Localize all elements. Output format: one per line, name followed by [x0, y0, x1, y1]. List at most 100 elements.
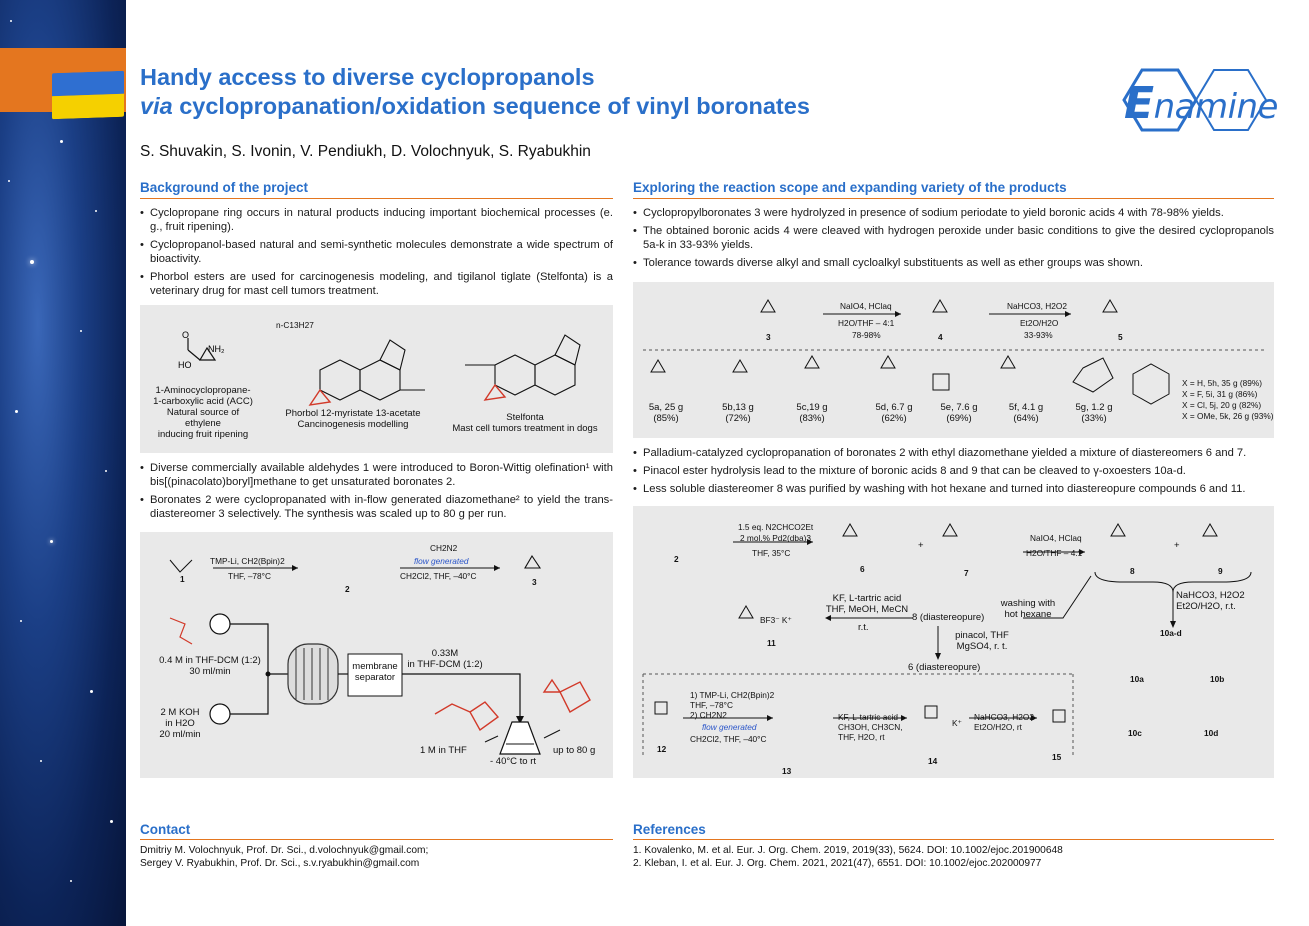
stelfonta-caption-line: Stelfonta	[506, 412, 544, 423]
tartaric-line: KF, L-tartric acid	[832, 593, 902, 604]
aryl-variants: X = H, 5h, 35 g (89%) X = F, 5i, 31 g (8…	[1182, 378, 1274, 422]
scale-label: up to 80 g	[553, 745, 596, 756]
bullet-item: Cyclopropane ring occurs in natural prod…	[140, 206, 613, 234]
reference-line: 1. Kovalenko, M. et al. Eur. J. Org. Che…	[633, 845, 1063, 856]
pump2-caption-line: 2 M KOH	[160, 707, 200, 718]
contact-list: Dmitriy M. Volochnyuk, Prof. Dr. Sci., d…	[140, 844, 428, 870]
spiro-step3-line: Et2O/H2O, rt	[974, 722, 1022, 732]
product-5f: 5f, 4.1 g(64%)	[998, 402, 1054, 424]
background-heading: Background of the project	[140, 180, 309, 195]
references-divider	[633, 839, 1274, 840]
title-line-2-rest: cyclopropanation/oxidation sequence of v…	[172, 93, 810, 119]
oxidation-conditions: NaHCO3, H2O2 Et2O/H2O, r.t.	[1176, 590, 1245, 612]
scope-divider	[633, 198, 1274, 199]
oxid-line: NaHCO3, H2O2	[1176, 590, 1245, 601]
spiro-step1: 1) TMP-Li, CH2(Bpin)2 THF, –78°C 2) CH2N…	[690, 690, 774, 720]
spiro-step2-line: THF, H2O, rt	[838, 732, 885, 742]
bullet-item: Cyclopropylboronates 3 were hydrolyzed i…	[633, 206, 1274, 220]
diastereopure-8: 8 (diastereopure)	[912, 612, 985, 623]
aryl-variant: X = Cl, 5j, 20 g (82%)	[1182, 400, 1262, 410]
step2-solvent: Et2O/H2O	[1020, 318, 1059, 328]
spiro-step1-line: 1) TMP-Li, CH2(Bpin)2	[690, 690, 775, 700]
acc-caption-line: 1-carboxylic acid (ACC)	[153, 396, 253, 407]
product-amount: 5f, 4.1 g	[1008, 402, 1044, 413]
product-yield: (62%)	[881, 413, 907, 424]
pump2-caption-line: 20 ml/min	[159, 729, 201, 740]
cyclopropanation-bullets: Palladium-catalyzed cyclopropanation of …	[633, 446, 1274, 500]
background-divider	[140, 198, 613, 199]
aryl-variant: X = H, 5h, 35 g (89%)	[1182, 378, 1263, 388]
diazo-line: 0.33M	[431, 648, 459, 659]
compound-label: 11	[767, 638, 776, 648]
product-5a: 5a, 25 g(85%)	[643, 402, 689, 424]
compound-label: 2	[345, 584, 350, 594]
diastereomer-panel	[633, 506, 1274, 778]
compound-label: 6	[860, 564, 865, 574]
membrane-separator-label: membrane separator	[348, 661, 402, 683]
stelfonta-structure-icon	[465, 334, 581, 401]
product-yield: (83%)	[799, 413, 825, 424]
product-yield: (33%)	[1081, 413, 1107, 424]
logo-initial: E	[1124, 78, 1154, 129]
flow-cond2: CH2Cl2, THF, –40°C	[400, 571, 477, 581]
product-amount: 5a, 25 g	[648, 402, 684, 413]
r2-bot: H2O/THF – 4:1	[1026, 548, 1083, 558]
compound-label: 5	[1118, 332, 1123, 342]
product-5d: 5d, 6.7 g(62%)	[866, 402, 922, 424]
plus-sign: +	[1174, 540, 1180, 551]
title-line-1: Handy access to diverse cyclopropanols	[140, 64, 595, 90]
spiro-step2-line: CH3OH, CH3CN,	[838, 722, 903, 732]
flow-cond1: THF, –78°C	[228, 571, 271, 581]
compound-label: 12	[657, 744, 667, 754]
compound-label: 10a	[1130, 674, 1144, 684]
r2-top: NaIO4, HClaq	[1030, 533, 1082, 543]
compound-label: 14	[928, 756, 938, 766]
contact-line: Sergey V. Ryabukhin, Prof. Dr. Sci., s.v…	[140, 858, 420, 869]
bullet-item: Phorbol esters are used for carcinogenes…	[140, 270, 613, 298]
step2-reagent: NaHCO3, H2O2	[1007, 301, 1067, 311]
compound-label: 2	[674, 554, 679, 564]
spiro-step3-line: NaHCO3, H2O2	[974, 712, 1034, 722]
contact-heading: Contact	[140, 822, 191, 837]
flow-reagent2: CH2N2	[430, 543, 458, 553]
diastereopure-6: 6 (diastereopure)	[908, 662, 981, 673]
step1-solvent: H2O/THF – 4:1	[838, 318, 895, 328]
pump2-caption: 2 M KOH in H2O 20 ml/min	[150, 707, 210, 740]
authors: S. Shuvakin, S. Ivonin, V. Pendiukh, D. …	[140, 143, 591, 160]
product-5g: 5g, 1.2 g(33%)	[1066, 402, 1122, 424]
pump1-caption-line: 30 ml/min	[189, 666, 231, 677]
phorbol-structure-icon	[308, 339, 425, 406]
svg-text:NH₂: NH₂	[208, 344, 225, 354]
washing-label: washing with hot hexane	[1000, 598, 1056, 620]
starfield-sidebar	[0, 0, 126, 926]
bullet-item: Pinacol ester hydrolysis lead to the mix…	[633, 464, 1274, 478]
separator-line: separator	[354, 672, 396, 683]
compound-label: 8	[1130, 566, 1135, 576]
step1-reagent: NaIO4, HClaq	[840, 301, 892, 311]
acc-caption-line: Natural source of	[166, 407, 240, 418]
spiro-step1b: CH2Cl2, THF, –40°C	[690, 734, 767, 744]
aryl-variant: X = F, 5i, 31 g (86%)	[1182, 389, 1258, 399]
enamine-logo-text: Enamine	[1124, 78, 1278, 129]
synthesis-bullets: Diverse commercially available aldehydes…	[140, 461, 613, 525]
references-heading: References	[633, 822, 706, 837]
acc-caption-line: inducing fruit ripening	[157, 429, 249, 440]
bf3k-label: BF3⁻ K⁺	[760, 615, 792, 625]
scope-heading: Exploring the reaction scope and expandi…	[633, 180, 1067, 195]
product-5c: 5c,19 g(83%)	[786, 402, 838, 424]
product-5e: 5e, 7.6 g(69%)	[931, 402, 987, 424]
compound-label: 15	[1052, 752, 1062, 762]
pinacol-conditions: pinacol, THF MgSO4, r. t.	[952, 630, 1012, 652]
bullet-item: Cyclopropanol-based natural and semi-syn…	[140, 238, 613, 266]
tartaric-conditions: KF, L-tartric acid THF, MeOH, MeCN	[822, 593, 912, 615]
spiro-step1-line: THF, –78°C	[690, 700, 733, 710]
product-amount: 5b,13 g	[722, 402, 754, 413]
bullet-item: Diverse commercially available aldehydes…	[140, 461, 613, 489]
compound-label: 7	[964, 568, 969, 578]
pump2-caption-line: in H2O	[165, 718, 195, 729]
contact-line: Dmitriy M. Volochnyuk, Prof. Dr. Sci., d…	[140, 845, 429, 856]
separator-line: membrane	[352, 661, 398, 672]
poster-title: Handy access to diverse cyclopropanols v…	[140, 63, 810, 121]
product-yield: (64%)	[1013, 413, 1039, 424]
spiro-step1-line: 2) CH2N2	[690, 710, 727, 720]
